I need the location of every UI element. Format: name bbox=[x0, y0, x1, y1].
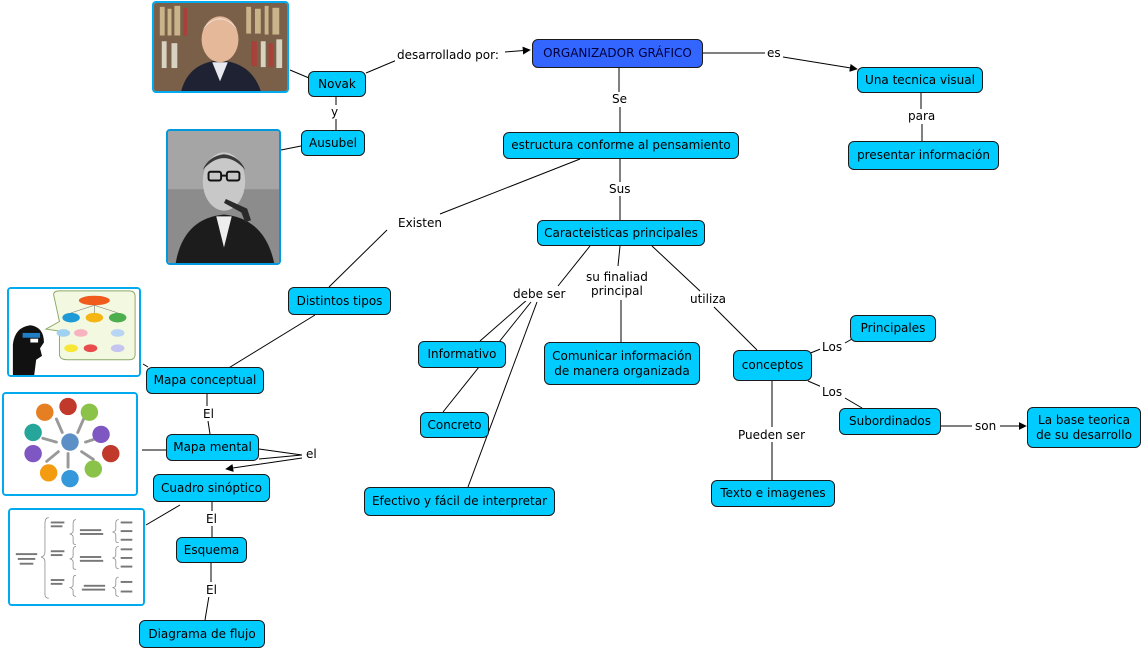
node-base-teorica[interactable]: La base teorica de su desarrollo bbox=[1027, 407, 1141, 448]
node-novak[interactable]: Novak bbox=[308, 71, 366, 97]
label-son: son bbox=[973, 419, 999, 433]
label-su-finalidad-line-1: su finaliad bbox=[586, 270, 648, 284]
ausubel-photo bbox=[166, 129, 281, 265]
label-se: Se bbox=[610, 92, 629, 106]
label-el-diagrama: El bbox=[204, 583, 219, 597]
node-organizador-grafico[interactable]: ORGANIZADOR GRÁFICO bbox=[532, 39, 703, 68]
node-mapa-mental[interactable]: Mapa mental bbox=[166, 434, 259, 461]
label-el-cuadro: el bbox=[304, 447, 319, 461]
node-comunicar[interactable]: Comunicar información de manera organiza… bbox=[544, 342, 700, 385]
node-diagrama-flujo[interactable]: Diagrama de flujo bbox=[139, 620, 265, 648]
node-mapa-conceptual[interactable]: Mapa conceptual bbox=[146, 367, 264, 394]
label-sus: Sus bbox=[607, 182, 633, 196]
label-utiliza: utiliza bbox=[688, 292, 728, 306]
label-el-esquema: El bbox=[204, 512, 219, 526]
node-base-teorica-line-2: de su desarrollo bbox=[1036, 427, 1132, 442]
label-para: para bbox=[906, 109, 938, 123]
label-y: y bbox=[329, 105, 341, 119]
label-es: es bbox=[765, 46, 783, 60]
label-el-mapa-mental: El bbox=[201, 407, 216, 421]
label-pueden-ser: Pueden ser bbox=[736, 428, 808, 442]
node-texto-imagenes[interactable]: Texto e imagenes bbox=[711, 480, 835, 507]
node-cuadro-sinoptico[interactable]: Cuadro sinóptico bbox=[153, 474, 270, 502]
node-ausubel[interactable]: Ausubel bbox=[301, 130, 365, 156]
label-los-subordinados: Los bbox=[820, 385, 845, 399]
mind-map-icon bbox=[4, 394, 136, 494]
synoptic-table-illustration bbox=[8, 508, 145, 606]
label-desarrollado-por: desarrollado por: bbox=[395, 48, 501, 62]
mind-map-illustration bbox=[2, 392, 138, 496]
node-efectivo[interactable]: Efectivo y fácil de interpretar bbox=[364, 487, 555, 516]
node-estructura[interactable]: estructura conforme al pensamiento bbox=[503, 132, 739, 159]
concept-map-icon bbox=[9, 289, 139, 375]
novak-photo bbox=[152, 1, 289, 93]
label-los-principales: Los bbox=[820, 340, 845, 354]
node-comunicar-line-1: Comunicar información bbox=[552, 348, 692, 363]
node-conceptos[interactable]: conceptos bbox=[733, 350, 812, 381]
node-caracteristicas[interactable]: Caracteisticas principales bbox=[537, 220, 705, 246]
node-tecnica-visual[interactable]: Una tecnica visual bbox=[857, 67, 983, 93]
label-su-finalidad: su finaliad principal bbox=[584, 270, 650, 298]
node-presentar-informacion[interactable]: presentar información bbox=[848, 141, 999, 170]
person-photo-icon bbox=[154, 3, 287, 91]
node-subordinados[interactable]: Subordinados bbox=[839, 408, 941, 435]
node-esquema[interactable]: Esquema bbox=[176, 537, 247, 563]
label-su-finalidad-line-2: principal bbox=[591, 284, 643, 298]
node-concreto[interactable]: Concreto bbox=[420, 412, 489, 438]
label-debe-ser: debe ser bbox=[511, 287, 568, 301]
synoptic-table-icon bbox=[10, 510, 143, 604]
concept-map-illustration bbox=[7, 287, 141, 377]
person-photo-icon bbox=[168, 131, 279, 263]
node-comunicar-line-2: de manera organizada bbox=[554, 363, 690, 378]
node-informativo[interactable]: Informativo bbox=[418, 341, 506, 368]
label-existen: Existen bbox=[396, 216, 444, 230]
node-principales[interactable]: Principales bbox=[850, 315, 936, 342]
node-base-teorica-line-1: La base teorica bbox=[1038, 412, 1130, 427]
node-distintos-tipos[interactable]: Distintos tipos bbox=[288, 287, 391, 315]
